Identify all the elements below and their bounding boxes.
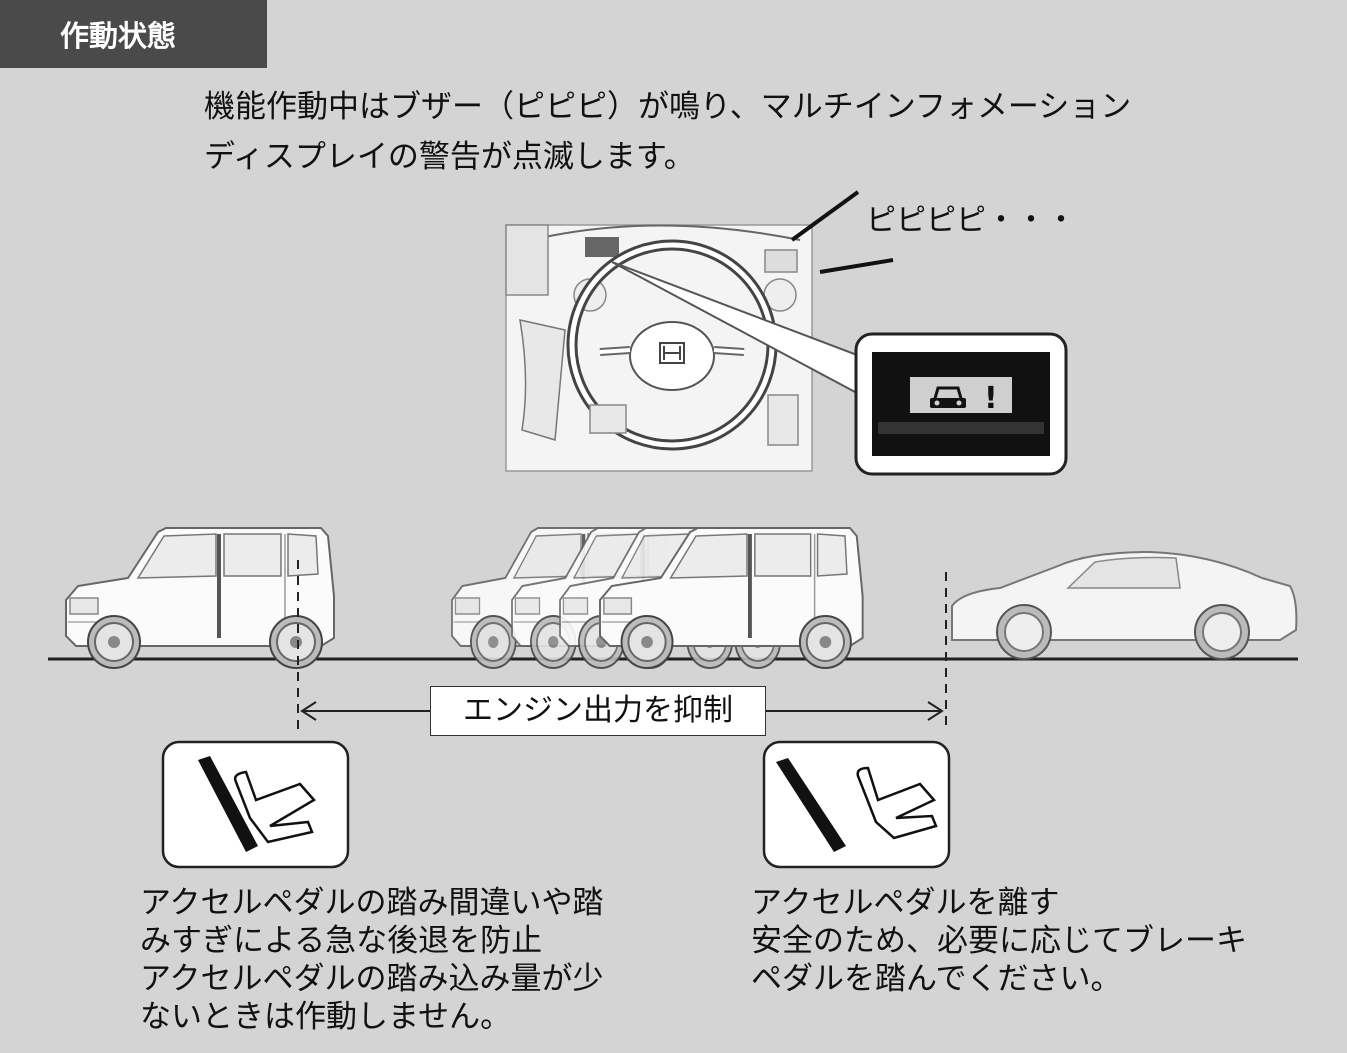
- pedal-pressed-icon: [161, 740, 350, 869]
- multi-info-display: [585, 237, 619, 257]
- vehicle-motion-trail: [450, 526, 865, 670]
- intro-text: 機能作動中はブザー（ピピピ）が鳴り、マルチインフォメーション ディスプレイの警告…: [204, 82, 1131, 182]
- vehicle-start-position: [64, 526, 336, 670]
- warning-callout: !: [854, 332, 1068, 476]
- caption-right-line-2: 安全のため、必要に応じてブレーキ: [751, 923, 1247, 959]
- intro-line-2: ディスプレイの警告が点滅します。: [204, 139, 695, 175]
- pedal-released-icon: [762, 740, 951, 869]
- intro-line-1: 機能作動中はブザー（ピピピ）が鳴り、マルチインフォメーション: [204, 89, 1132, 125]
- caption-right-line-1: アクセルペダルを離す: [751, 885, 1060, 921]
- caption-pedal-released: アクセルペダルを離す 安全のため、必要に応じてブレーキ ペダルを踏んでください。: [751, 884, 1247, 998]
- caption-left-line-4: ないときは作動しません。: [140, 999, 512, 1035]
- caption-left-line-3: アクセルペダルの踏み込み量が少: [140, 961, 604, 997]
- caption-left-line-2: みすぎによる急な後退を防止: [140, 923, 543, 959]
- warning-exclamation: !: [984, 381, 998, 416]
- engine-suppression-label: エンジン出力を抑制: [430, 686, 766, 736]
- car-ahead-warning-icon: [930, 386, 966, 408]
- sedan-obstacle: [951, 550, 1298, 660]
- caption-right-line-3: ペダルを踏んでください。: [751, 961, 1122, 997]
- buzzer-sound-text: ピピピピ・・・: [866, 203, 1076, 238]
- dashboard-illustration: [505, 190, 894, 472]
- section-header: 作動状態: [0, 0, 267, 68]
- caption-pedal-pressed: アクセルペダルの踏み間違いや踏 みすぎによる急な後退を防止 アクセルペダルの踏み…: [140, 884, 603, 1036]
- caption-left-line-1: アクセルペダルの踏み間違いや踏: [140, 885, 604, 921]
- section-title: 作動状態: [60, 19, 177, 53]
